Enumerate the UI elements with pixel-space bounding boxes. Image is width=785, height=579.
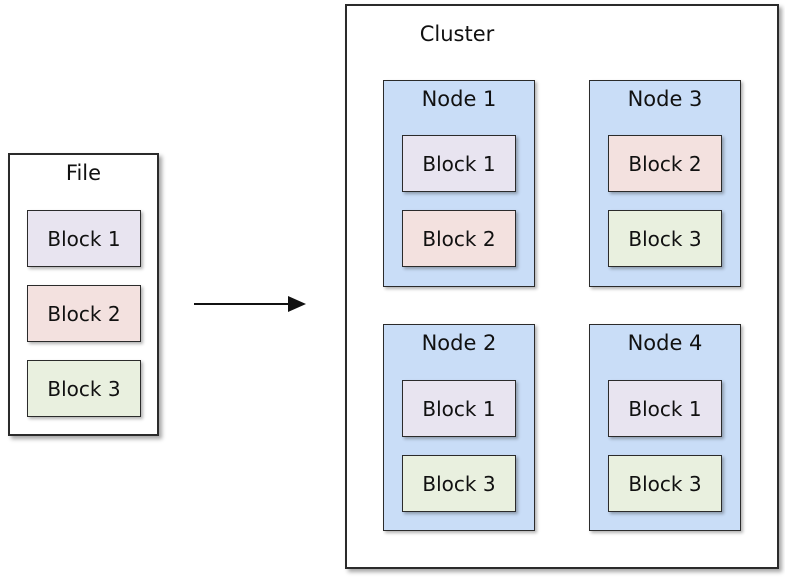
file-block-3: Block 3 bbox=[27, 360, 141, 417]
file-box: File Block 1 Block 2 Block 3 bbox=[8, 153, 159, 436]
node-4-block-a: Block 1 bbox=[608, 380, 722, 437]
node-4-block-b: Block 3 bbox=[608, 455, 722, 512]
node-1: Node 1 Block 1 Block 2 bbox=[383, 80, 535, 287]
arrow-right-icon bbox=[194, 296, 306, 312]
node-1-title: Node 1 bbox=[421, 87, 497, 111]
cluster-title: Cluster bbox=[419, 22, 495, 46]
node-2-block-a: Block 1 bbox=[402, 380, 516, 437]
cluster-box: Cluster Node 1 Block 1 Block 2 Node 3 Bl… bbox=[345, 4, 779, 569]
node-3: Node 3 Block 2 Block 3 bbox=[589, 80, 741, 287]
node-3-block-a: Block 2 bbox=[608, 135, 722, 192]
node-4: Node 4 Block 1 Block 3 bbox=[589, 324, 741, 531]
node-1-block-a: Block 1 bbox=[402, 135, 516, 192]
node-2: Node 2 Block 1 Block 3 bbox=[383, 324, 535, 531]
file-title: File bbox=[65, 161, 102, 185]
node-4-title: Node 4 bbox=[627, 331, 703, 355]
node-1-block-b: Block 2 bbox=[402, 210, 516, 267]
file-block-2: Block 2 bbox=[27, 285, 141, 342]
node-3-block-b: Block 3 bbox=[608, 210, 722, 267]
node-3-title: Node 3 bbox=[627, 87, 703, 111]
file-block-1: Block 1 bbox=[27, 210, 141, 267]
node-2-block-b: Block 3 bbox=[402, 455, 516, 512]
node-2-title: Node 2 bbox=[421, 331, 497, 355]
